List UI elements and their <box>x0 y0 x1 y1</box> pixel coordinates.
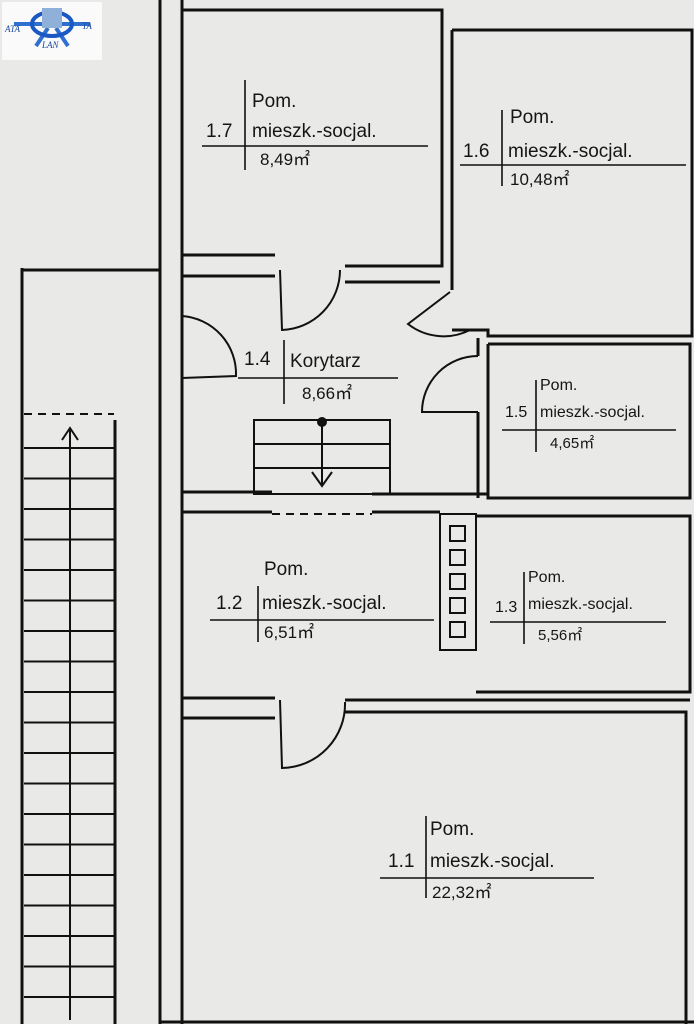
door-swing-1-5 <box>420 355 479 413</box>
room-1-2-type: mieszk.-socjal. <box>262 593 387 614</box>
room-1-7-type: mieszk.-socjal. <box>252 121 377 142</box>
door-swing-1-7 <box>279 269 341 332</box>
door-swing-corridor-left <box>181 315 238 379</box>
separator-1-1 <box>380 816 594 898</box>
ventilation-shaft <box>439 513 477 651</box>
room-1-5-number: 1.5 <box>505 404 528 421</box>
room-1-4-name: Korytarz <box>290 351 361 372</box>
separator-1-5 <box>502 380 676 452</box>
logo-text-left: ATA <box>5 24 20 34</box>
room-1-7-area: 8,49㎡ <box>260 150 311 169</box>
room-1-6-number: 1.6 <box>463 141 490 162</box>
room-1-3-name: Pom. <box>528 569 566 586</box>
room-1-7-name: Pom. <box>252 91 297 112</box>
wall-room-1-3 <box>476 514 692 694</box>
room-1-7-number: 1.7 <box>206 121 233 142</box>
room-1-4-number: 1.4 <box>244 349 271 370</box>
room-1-1-area: 22,32㎡ <box>432 883 492 902</box>
door-swing-1-6 <box>406 291 471 338</box>
logo-text-bottom: LAN <box>42 40 59 50</box>
internal-stairs <box>253 417 391 515</box>
door-swing-1-2 <box>279 699 347 770</box>
separator-1-3 <box>490 572 666 644</box>
room-1-1-type: mieszk.-socjal. <box>430 851 555 872</box>
room-1-1-name: Pom. <box>430 819 475 840</box>
room-1-2-area: 6,51㎡ <box>264 623 315 642</box>
wall-corridor-left <box>180 378 272 494</box>
room-1-6-type: mieszk.-socjal. <box>508 141 633 162</box>
wall-room-1-7 <box>182 8 444 268</box>
room-1-6-area: 10,48㎡ <box>510 170 570 189</box>
wall-room-1-5 <box>486 342 692 500</box>
wall-corridor-top <box>182 274 440 284</box>
logo-text-right: TA <box>82 21 92 31</box>
separator-1-7 <box>202 80 428 170</box>
room-1-3-type: mieszk.-socjal. <box>528 596 633 613</box>
room-1-2-number: 1.2 <box>216 593 243 614</box>
room-1-5-type: mieszk.-socjal. <box>540 404 645 421</box>
room-1-3-area: 5,56㎡ <box>538 627 583 644</box>
room-1-5-name: Pom. <box>540 377 578 394</box>
separator-1-2 <box>210 586 434 642</box>
separator-1-4 <box>238 340 398 404</box>
room-1-3-number: 1.3 <box>495 599 518 616</box>
logo-emblem-icon <box>14 8 90 48</box>
room-1-2-name: Pom. <box>264 559 309 580</box>
room-1-5-area: 4,65㎡ <box>550 435 595 452</box>
wall-room-1-6 <box>452 28 694 338</box>
separator-1-6 <box>460 110 686 186</box>
wall-room-1-1 <box>182 710 688 1024</box>
room-1-6-name: Pom. <box>510 107 555 128</box>
room-1-1-number: 1.1 <box>388 851 415 872</box>
wall-mid-bottom <box>182 696 690 702</box>
room-1-4-area: 8,66㎡ <box>302 384 353 403</box>
logo: ATA TA LAN <box>2 2 102 60</box>
staircase <box>24 413 114 1020</box>
